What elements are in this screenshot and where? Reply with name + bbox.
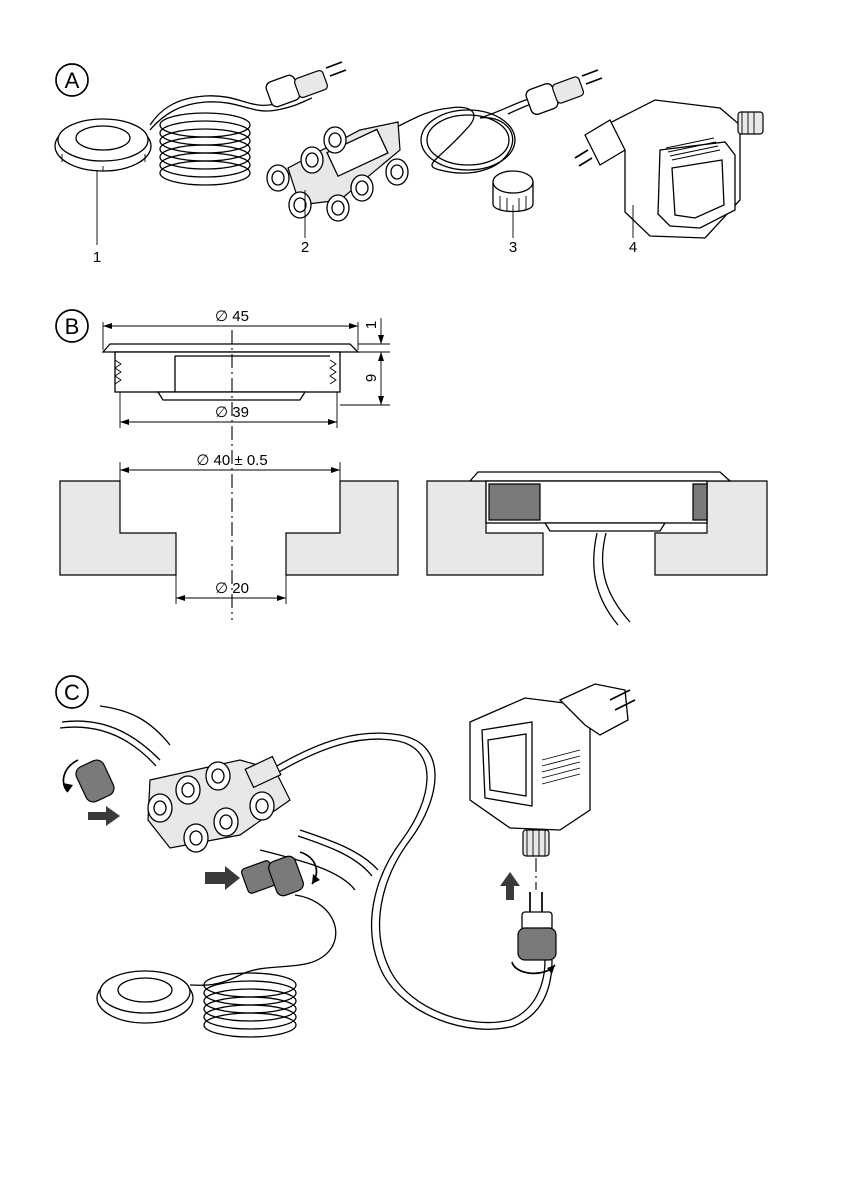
distributor-socket — [148, 794, 172, 822]
distributor-socket — [267, 165, 289, 191]
spotlight-coiled — [97, 971, 296, 1037]
section-c-badge: C — [56, 676, 88, 708]
push-arrow-icon — [205, 866, 240, 890]
callout-3: 3 — [509, 239, 517, 256]
spotlight-profile — [103, 344, 358, 400]
distributor-socket — [250, 792, 274, 820]
dimension-heights: 1 9 — [340, 318, 390, 405]
mounting-recess-section: ∅ 40 ± 0.5 ∅ 20 — [60, 452, 398, 604]
spotlight-disc — [55, 119, 151, 171]
distributor-assembly — [148, 757, 290, 852]
section-c-letter: C — [64, 680, 80, 705]
cap-removal — [63, 757, 120, 826]
pull-arrow-icon — [88, 806, 120, 826]
distributor-socket — [289, 192, 311, 218]
section-b-letter: B — [65, 314, 80, 339]
section-b-badge: B — [56, 310, 88, 342]
dim-rim-height-label: 1 — [363, 321, 380, 329]
section-b: B ∅ 45 ∅ 39 — [56, 308, 767, 625]
distributor-socket — [214, 808, 238, 836]
distributor-socket — [351, 175, 373, 201]
section-a-badge: A — [56, 64, 88, 96]
sealing-cap: 3 — [493, 171, 533, 256]
callout-4: 4 — [629, 239, 637, 256]
distributor-socket — [184, 824, 208, 852]
dim-recess-label: ∅ 40 ± 0.5 — [196, 452, 267, 469]
distributor-socket — [176, 776, 200, 804]
section-a: A — [55, 62, 763, 266]
distributor-socket — [327, 195, 349, 221]
section-a-letter: A — [65, 68, 80, 93]
callout-2: 2 — [301, 239, 309, 256]
dim-outer-label: ∅ 45 — [215, 308, 249, 325]
dim-hole-label: ∅ 20 — [215, 580, 249, 597]
distributor-socket — [386, 159, 408, 185]
cable-coil — [160, 113, 250, 185]
callout-1: 1 — [93, 249, 101, 266]
transformer-connection — [470, 684, 635, 974]
distributor-socket — [324, 127, 346, 153]
plug-insertion — [190, 852, 336, 985]
section-c: C — [56, 676, 635, 1037]
dim-body-height-label: 9 — [363, 374, 380, 382]
power-transformer: 4 — [575, 100, 763, 256]
distributor-socket — [206, 762, 230, 790]
cable-distributor: 2 — [267, 108, 450, 256]
connect-up-arrow-icon — [500, 872, 520, 900]
distributor-socket — [301, 147, 323, 173]
installed-spotlight-section — [427, 472, 767, 625]
